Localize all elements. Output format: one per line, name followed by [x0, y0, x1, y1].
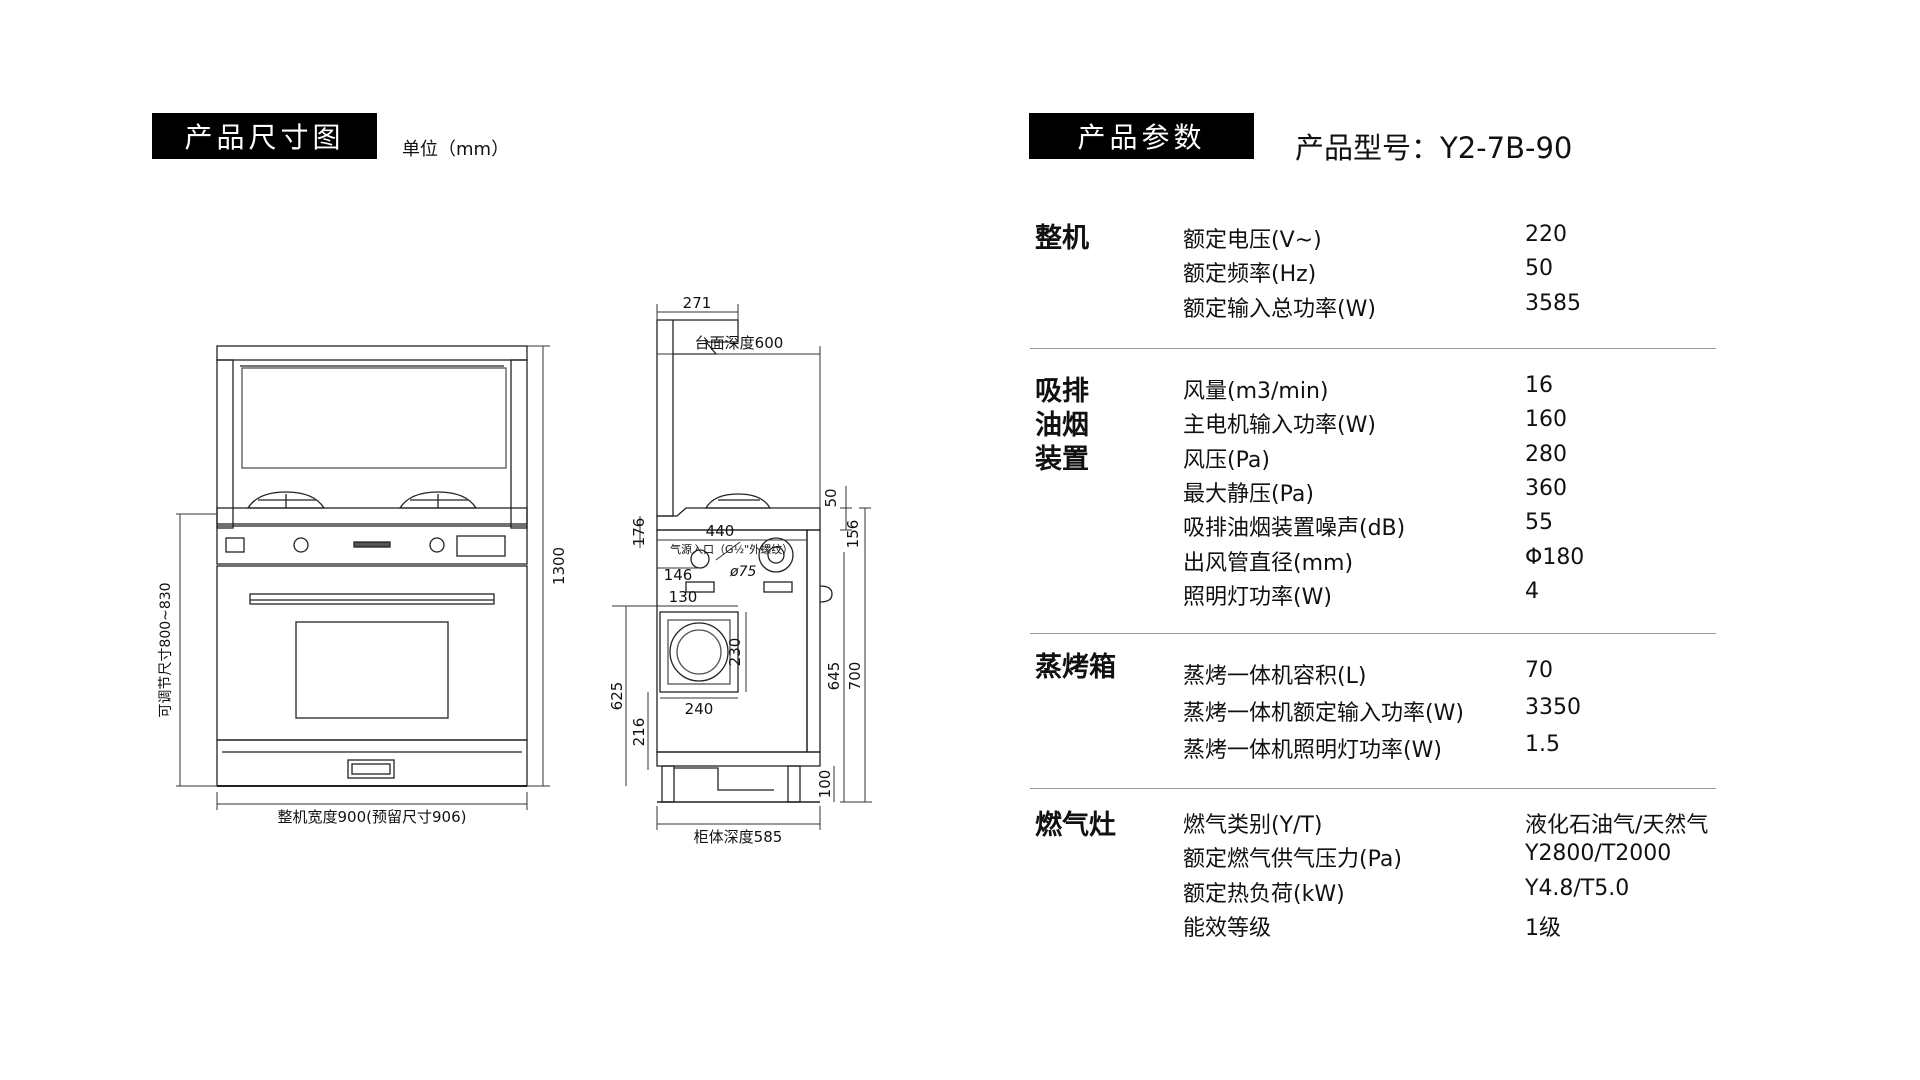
param-label: 主电机输入功率(W): [1183, 413, 1376, 438]
side-50-label: 50: [822, 488, 840, 507]
side-gas-inlet-label: 气源入口（G½"外螺纹）: [670, 542, 793, 556]
model-number: 产品型号：Y2-7B-90: [1295, 131, 1573, 165]
param-value: 3585: [1525, 291, 1581, 316]
param-value: 3350: [1525, 695, 1581, 720]
side-view: [656, 319, 833, 803]
group-name-line: 整机: [1035, 223, 1089, 254]
group-name-line: 蒸烤箱: [1035, 652, 1116, 683]
group-name-gas-stove: 燃气灶: [1035, 809, 1116, 843]
params-section-tag: 产品参数: [1029, 113, 1254, 159]
param-value: 1级: [1525, 916, 1561, 941]
group-name-line: 装置: [1035, 444, 1089, 475]
param-value: 160: [1525, 407, 1567, 432]
right-burner: [398, 491, 478, 509]
side-440-label: 440: [706, 522, 735, 540]
side-645-label: 645: [825, 662, 843, 691]
param-value: Φ180: [1525, 545, 1585, 570]
side-240-label: 240: [685, 700, 714, 718]
side-146-label: 146: [664, 566, 693, 584]
side-216-label: 216: [630, 718, 648, 747]
param-value: 4: [1525, 579, 1539, 604]
param-label: 额定频率(Hz): [1183, 262, 1317, 287]
group-name-machine: 整机: [1035, 222, 1089, 256]
param-label: 额定燃气供气压力(Pa): [1183, 847, 1402, 872]
group-name-line: 油烟: [1035, 410, 1089, 441]
param-label: 蒸烤一体机额定输入功率(W): [1183, 701, 1464, 726]
side-176-label: 176: [630, 518, 648, 547]
side-700-label: 700: [846, 662, 864, 691]
param-label: 出风管直径(mm): [1183, 551, 1354, 576]
param-label: 风量(m3/min): [1183, 379, 1329, 404]
param-label: 最大静压(Pa): [1183, 482, 1314, 507]
param-value: 220: [1525, 222, 1567, 247]
side-100-label: 100: [816, 770, 834, 799]
param-value: 55: [1525, 510, 1553, 535]
param-value: Y4.8/T5.0: [1525, 876, 1630, 901]
group-name-range-hood: 吸排 油烟 装置: [1035, 375, 1089, 477]
group-name-line: 燃气灶: [1035, 810, 1116, 841]
side-cabinet-depth-label: 柜体深度585: [694, 828, 783, 846]
param-label: 照明灯功率(W): [1183, 585, 1332, 610]
unit-label: 单位（mm）: [402, 139, 510, 160]
param-value: 280: [1525, 442, 1567, 467]
group-separator: [1030, 633, 1716, 634]
param-value: 50: [1525, 256, 1553, 281]
param-value: 70: [1525, 658, 1553, 683]
side-156-label: 156: [844, 520, 862, 549]
param-value: 液化石油气/天然气: [1525, 813, 1709, 838]
side-counter-depth-label: 台面深度600: [695, 334, 784, 352]
side-230-label: 230: [726, 638, 744, 667]
param-value: Y2800/T2000: [1525, 841, 1672, 866]
front-adjustable-label: 可调节尺寸800~830: [158, 582, 174, 717]
group-name-line: 吸排: [1035, 376, 1089, 407]
left-burner: [246, 491, 326, 509]
side-625-label: 625: [608, 682, 626, 711]
param-label: 燃气类别(Y/T): [1183, 813, 1323, 838]
param-value: 16: [1525, 373, 1553, 398]
side-130-label: 130: [669, 588, 698, 606]
param-label: 吸排油烟装置噪声(dB): [1183, 516, 1406, 541]
side-top-label: 271: [683, 294, 712, 312]
front-width-label: 整机宽度900(预留尺寸906): [278, 808, 467, 826]
param-label: 蒸烤一体机照明灯功率(W): [1183, 738, 1442, 763]
front-view: [216, 345, 528, 787]
param-label: 能效等级: [1183, 916, 1272, 941]
param-label: 蒸烤一体机容积(L): [1183, 664, 1367, 689]
front-height-label: 1300: [550, 547, 568, 585]
dimension-section-tag: 产品尺寸图: [152, 113, 377, 159]
param-value: 360: [1525, 476, 1567, 501]
side-phi75-label: ø75: [729, 564, 756, 580]
param-value: 1.5: [1525, 732, 1560, 757]
param-label: 风压(Pa): [1183, 448, 1270, 473]
param-label: 额定输入总功率(W): [1183, 297, 1376, 322]
group-separator: [1030, 788, 1716, 789]
group-separator: [1030, 348, 1716, 349]
group-name-steam-oven: 蒸烤箱: [1035, 651, 1116, 685]
param-label: 额定电压(V~): [1183, 228, 1322, 253]
param-label: 额定热负荷(kW): [1183, 882, 1345, 907]
dimension-drawing: 1300 可调节尺寸800~830 整机宽度900(预留尺寸906) 271 台…: [158, 294, 872, 846]
